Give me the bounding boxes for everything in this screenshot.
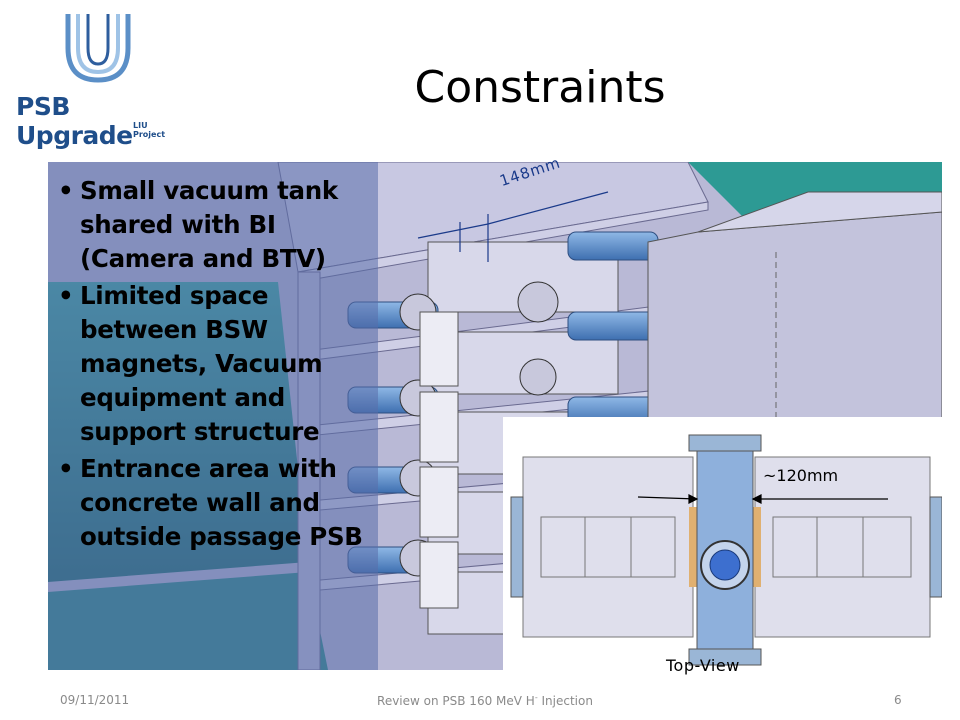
bullet-entrance-area: Entrance area with concrete wall and out… (58, 452, 364, 554)
footer-title: Review on PSB 160 MeV H- Injection (377, 693, 593, 708)
top-view-caption: Top-View (666, 656, 740, 675)
bullet-vacuum-tank: Small vacuum tank shared with BI (Camera… (58, 174, 364, 276)
constraints-list: Small vacuum tank shared with BI (Camera… (48, 162, 378, 670)
psb-upgrade-logo: PSB Upgrade LIU Project (8, 6, 180, 150)
u-logo-icon (65, 14, 131, 83)
footer-date: 09/11/2011 (60, 693, 130, 707)
top-view-inset (503, 417, 942, 670)
logo-wordmark: PSB Upgrade (16, 92, 133, 150)
page-number: 6 (894, 693, 902, 707)
logo-subtitle: LIU Project (133, 121, 166, 139)
slide-title: Constraints (414, 62, 666, 113)
dimension-120mm: ~120mm (763, 466, 839, 485)
bullet-limited-space: Limited space between BSW magnets, Vacuu… (58, 279, 364, 449)
